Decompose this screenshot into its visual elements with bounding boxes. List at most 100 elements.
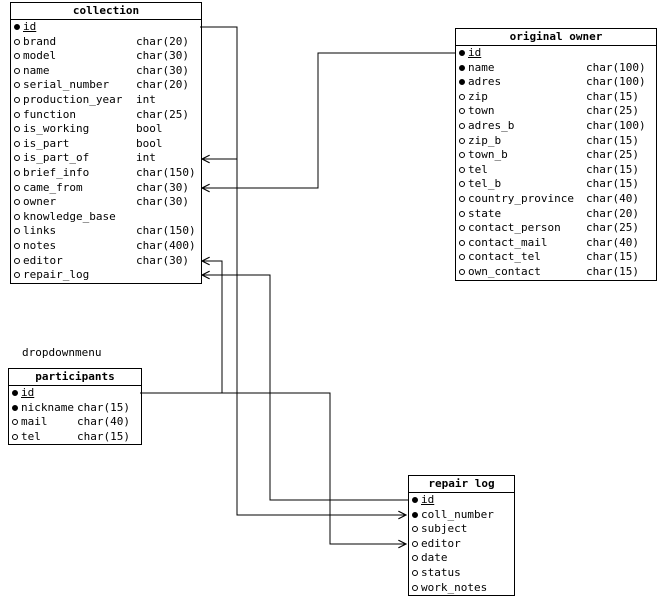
field-type: char(30)	[136, 195, 189, 209]
optional-bullet-icon	[14, 184, 20, 191]
field-name: work_notes	[421, 580, 488, 594]
optional-bullet-icon	[14, 140, 20, 147]
required-bullet-icon	[459, 64, 465, 71]
field-name: knowledge_base	[23, 209, 116, 223]
field-row-participants-id: id	[9, 386, 141, 401]
table-participants-title: participants	[9, 369, 141, 386]
field-name: tel	[21, 429, 41, 443]
optional-bullet-icon	[14, 272, 20, 279]
field-name: brief_info	[23, 165, 90, 179]
field-name: status	[421, 565, 461, 579]
field-type: char(30)	[136, 180, 189, 194]
field-name: serial_number	[23, 78, 110, 92]
field-row-repair_log-coll_number: coll_number	[409, 508, 514, 523]
field-name: links	[23, 224, 57, 238]
field-name: id	[21, 386, 35, 399]
field-name: adres_b	[468, 118, 515, 132]
field-type: char(15)	[77, 400, 130, 414]
optional-bullet-icon	[459, 225, 465, 232]
field-row-repair_log-subject: subject	[409, 522, 514, 537]
optional-bullet-icon	[14, 111, 20, 118]
field-name: is_part_of	[23, 151, 90, 165]
connection-original_owner.id-to-collection.came_from	[202, 52, 455, 188]
optional-bullet-icon	[412, 526, 418, 533]
field-row-repair_log-id: id	[409, 493, 514, 508]
field-name: contact_person	[468, 221, 561, 235]
optional-bullet-icon	[12, 419, 18, 426]
table-original-owner-title: original owner	[456, 29, 656, 46]
field-name: brand	[23, 34, 57, 48]
optional-bullet-icon	[459, 181, 465, 188]
field-name: mail	[21, 415, 48, 429]
field-type: char(15)	[586, 133, 639, 147]
field-type: char(20)	[586, 206, 639, 220]
field-type: char(30)	[136, 253, 189, 267]
field-type: char(20)	[136, 78, 189, 92]
field-row-collection-id: id	[11, 20, 201, 35]
field-row-original_owner-contact_mail: contact_mail char(40)	[456, 236, 656, 251]
field-row-collection-owner: owner char(30)	[11, 195, 201, 210]
required-bullet-icon	[14, 24, 20, 30]
field-name: contact_mail	[468, 235, 548, 249]
required-bullet-icon	[12, 390, 18, 396]
field-type: char(15)	[586, 177, 639, 191]
field-row-original_owner-id: id	[456, 46, 656, 61]
optional-bullet-icon	[14, 82, 20, 89]
field-name: name	[468, 60, 495, 74]
field-row-repair_log-date: date	[409, 551, 514, 566]
optional-bullet-icon	[14, 155, 20, 162]
field-name: nickname	[21, 400, 74, 414]
optional-bullet-icon	[14, 53, 20, 60]
connection-collection.id-to-repair_log.coll_number	[200, 26, 406, 515]
field-row-original_owner-zip: zip char(15)	[456, 90, 656, 105]
field-type: char(40)	[586, 191, 639, 205]
field-name: is_part	[23, 136, 70, 150]
field-type: char(15)	[586, 162, 639, 176]
required-bullet-icon	[412, 497, 418, 503]
field-name: function	[23, 107, 76, 121]
optional-bullet-icon	[14, 242, 20, 249]
field-type: char(25)	[586, 221, 639, 235]
optional-bullet-icon	[459, 152, 465, 159]
field-type: char(15)	[586, 89, 639, 103]
field-name: is_working	[23, 122, 90, 136]
field-name: owner	[23, 195, 57, 209]
optional-bullet-icon	[14, 228, 20, 235]
field-name: tel_b	[468, 177, 502, 191]
field-row-original_owner-tel: tel char(15)	[456, 163, 656, 178]
field-type: char(25)	[136, 107, 189, 121]
field-name: notes	[23, 238, 57, 252]
field-name: production_year	[23, 92, 123, 106]
field-name: came_from	[23, 180, 83, 194]
field-type: char(15)	[77, 429, 130, 443]
optional-bullet-icon	[459, 239, 465, 246]
field-type: char(40)	[586, 235, 639, 249]
field-type: char(100)	[586, 75, 646, 89]
field-name: state	[468, 206, 502, 220]
field-name: tel	[468, 162, 488, 176]
field-name: zip	[468, 89, 488, 103]
optional-bullet-icon	[459, 254, 465, 261]
field-name: repair_log	[23, 268, 90, 282]
optional-bullet-icon	[459, 268, 465, 275]
field-name: date	[421, 551, 448, 565]
field-name: id	[421, 493, 435, 506]
field-name: country_province	[468, 191, 574, 205]
